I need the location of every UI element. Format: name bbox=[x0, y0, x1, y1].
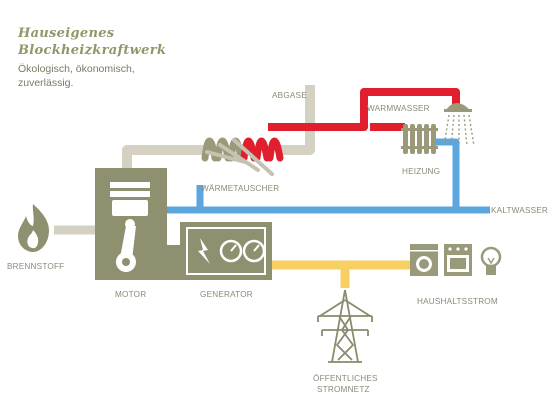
label-waermetauscher: WÄRMETAUSCHER bbox=[201, 184, 280, 193]
label-brennstoff: BRENNSTOFF bbox=[7, 262, 65, 271]
heating-return-pipe bbox=[435, 138, 460, 210]
label-kaltwasser: KALTWASSER bbox=[491, 206, 549, 215]
label-netz-line-1: ÖFFENTLICHES bbox=[313, 374, 378, 383]
label-generator: GENERATOR bbox=[200, 290, 253, 299]
label-haushaltsstrom: HAUSHALTSSTROM bbox=[417, 297, 498, 306]
generator-block bbox=[180, 222, 272, 280]
flame-icon bbox=[18, 204, 50, 252]
label-netz-line-2: STROMNETZ bbox=[317, 385, 370, 394]
subtitle-line-1: Ökologisch, ökonomisch, bbox=[18, 63, 135, 75]
subtitle-line-2: zuverlässig. bbox=[18, 77, 74, 89]
label-warmwasser: WARMWASSER bbox=[367, 104, 430, 113]
lightning-icon bbox=[198, 238, 210, 264]
exhaust-pipe bbox=[122, 85, 315, 168]
title: Hauseigenes Blockheizkraftwerk bbox=[18, 25, 166, 59]
piston-icon bbox=[110, 182, 150, 272]
label-motor: MOTOR bbox=[115, 290, 147, 299]
subtitle: Ökologisch, ökonomisch, zuverlässig. bbox=[18, 62, 135, 90]
hot-water-pipe bbox=[268, 88, 460, 131]
title-line-2: Blockheizkraftwerk bbox=[18, 43, 167, 58]
label-abgase: ABGASE bbox=[272, 91, 307, 100]
washing-machine-icon bbox=[410, 244, 438, 276]
heat-exchanger-coil bbox=[201, 137, 284, 176]
radiator-icon bbox=[401, 124, 438, 154]
gauge-icon bbox=[219, 239, 266, 263]
label-heizung: HEIZUNG bbox=[402, 167, 441, 176]
lightbulb-icon bbox=[480, 246, 502, 275]
power-pylon-icon bbox=[317, 289, 373, 363]
stove-icon bbox=[444, 244, 472, 276]
title-line-1: Hauseigenes bbox=[18, 26, 115, 41]
shower-icon bbox=[443, 103, 475, 147]
